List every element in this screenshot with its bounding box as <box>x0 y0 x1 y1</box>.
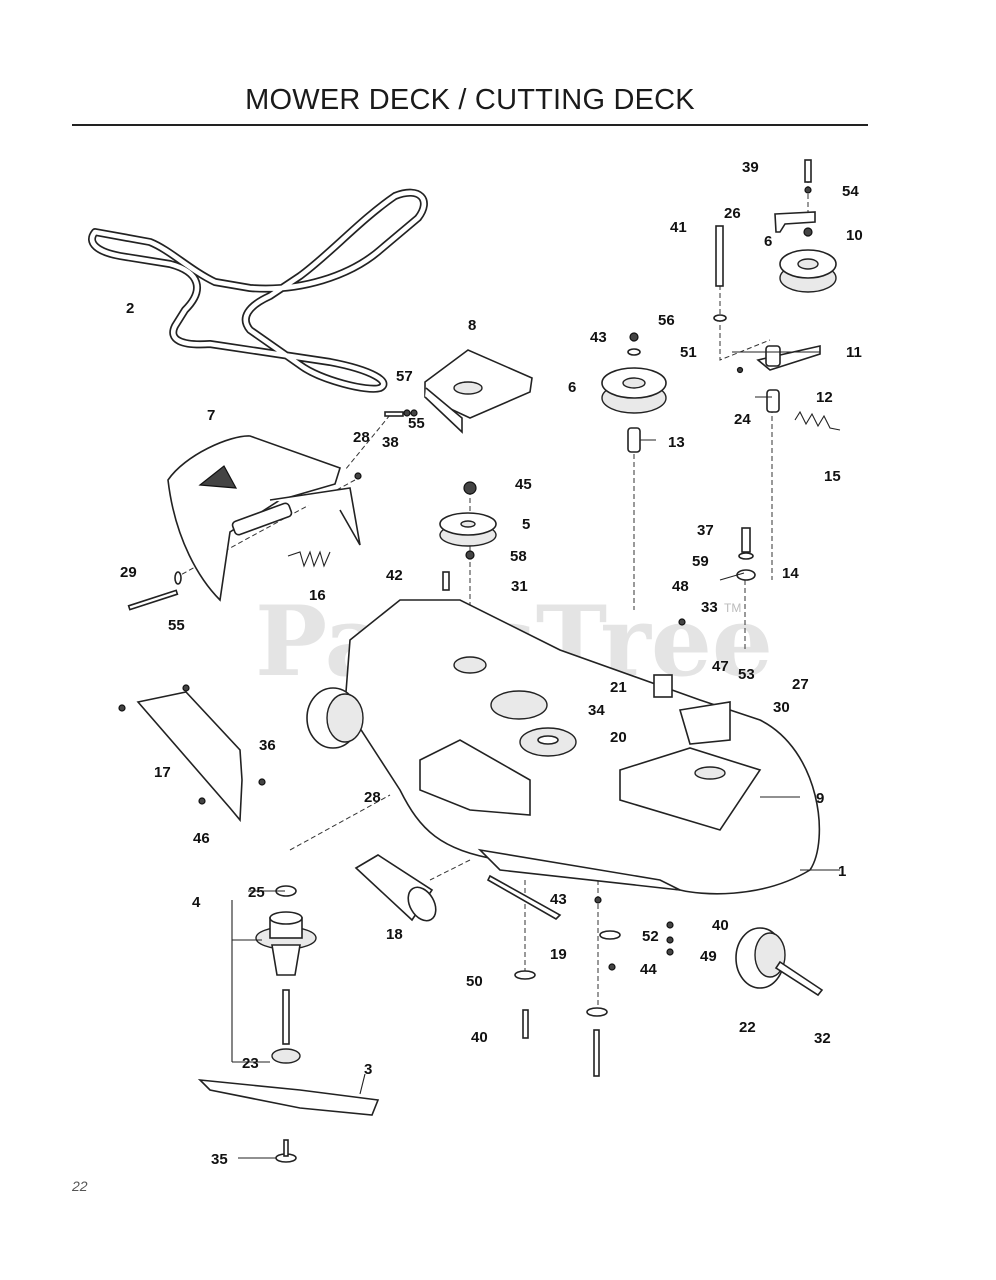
page-number: 22 <box>72 1178 88 1194</box>
watermark-tm: TM <box>724 601 741 615</box>
callout-22: 22 <box>739 1019 756 1036</box>
callout-9: 9 <box>816 790 824 807</box>
bottom-hardware <box>514 896 674 1077</box>
callout-28-top: 28 <box>353 429 370 446</box>
callout-7: 7 <box>207 407 215 424</box>
callout-14: 14 <box>782 565 799 582</box>
callout-49: 49 <box>700 948 717 965</box>
belt <box>88 188 428 393</box>
callout-31: 31 <box>511 578 528 595</box>
callout-33: 33 <box>701 599 718 616</box>
callout-58: 58 <box>510 548 527 565</box>
callout-17: 17 <box>154 764 171 781</box>
callout-37: 37 <box>697 522 714 539</box>
callout-32: 32 <box>814 1030 831 1047</box>
callout-52: 52 <box>642 928 659 945</box>
callout-20: 20 <box>610 729 627 746</box>
callout-36: 36 <box>259 737 276 754</box>
front-wheel-right <box>735 927 824 997</box>
callout-5: 5 <box>522 516 530 533</box>
callout-29: 29 <box>120 564 137 581</box>
callout-41: 41 <box>670 219 687 236</box>
callout-38: 38 <box>382 434 399 451</box>
callout-28-mid: 28 <box>364 789 381 806</box>
callout-56: 56 <box>658 312 675 329</box>
callout-2: 2 <box>126 300 134 317</box>
callout-27: 27 <box>792 676 809 693</box>
callout-43-bottom: 43 <box>550 891 567 908</box>
deck-roller <box>354 854 437 922</box>
callout-10: 10 <box>846 227 863 244</box>
callout-4: 4 <box>192 894 201 911</box>
callout-12: 12 <box>816 389 833 406</box>
callout-45: 45 <box>515 476 532 493</box>
callout-48: 48 <box>672 578 689 595</box>
blade <box>197 1078 380 1116</box>
front-wheel-left <box>306 687 364 749</box>
callout-16: 16 <box>309 587 326 604</box>
callout-55-left: 55 <box>168 617 185 634</box>
callout-40-bottom: 40 <box>471 1029 488 1046</box>
title-rule <box>72 124 868 126</box>
callout-18: 18 <box>386 926 403 943</box>
alignment-lines <box>174 170 809 1010</box>
callout-6-mid: 6 <box>568 379 576 396</box>
callout-40-right: 40 <box>712 917 729 934</box>
callout-59: 59 <box>692 553 709 570</box>
callout-labels: 39 54 26 10 41 6 2 8 43 51 56 11 57 6 12… <box>120 159 863 1168</box>
roller-rod <box>486 874 562 920</box>
callout-51: 51 <box>680 344 697 361</box>
discharge-chute <box>167 435 361 602</box>
callout-26: 26 <box>724 205 741 222</box>
callout-21: 21 <box>610 679 627 696</box>
idler-pulley-top <box>779 249 837 293</box>
callout-54: 54 <box>842 183 859 200</box>
callout-6-top: 6 <box>764 233 772 250</box>
belt-cover <box>424 349 533 434</box>
small-hardware <box>127 159 841 626</box>
callout-11: 11 <box>846 344 862 361</box>
callout-34: 34 <box>588 702 605 719</box>
callout-30: 30 <box>773 699 790 716</box>
callout-15: 15 <box>824 468 841 485</box>
callout-39: 39 <box>742 159 759 176</box>
callout-57: 57 <box>396 368 413 385</box>
callout-25: 25 <box>248 884 265 901</box>
callout-24: 24 <box>734 411 751 428</box>
deck-shell <box>344 599 821 895</box>
callout-13: 13 <box>668 434 685 451</box>
spindle-pulley <box>439 512 497 547</box>
callout-46: 46 <box>193 830 210 847</box>
callout-47: 47 <box>712 658 729 675</box>
callout-3: 3 <box>364 1061 372 1078</box>
blade-bolt <box>275 1139 297 1163</box>
deflector-plate <box>118 684 266 823</box>
callout-23: 23 <box>242 1055 259 1072</box>
callout-50: 50 <box>466 973 483 990</box>
idler-pulley-mid <box>601 367 667 414</box>
callout-44: 44 <box>640 961 657 978</box>
callout-19: 19 <box>550 946 567 963</box>
callout-35: 35 <box>211 1151 228 1168</box>
leader-lines <box>231 351 840 1159</box>
callout-43-top: 43 <box>590 329 607 346</box>
chute-spring <box>287 550 331 568</box>
callout-42: 42 <box>386 567 403 584</box>
page-title: MOWER DECK / CUTTING DECK <box>245 84 695 116</box>
callout-8: 8 <box>468 317 476 334</box>
callout-53: 53 <box>738 666 755 683</box>
spindle-assembly <box>255 885 317 1064</box>
callout-1: 1 <box>838 863 846 880</box>
callout-55-top: 55 <box>408 415 425 432</box>
